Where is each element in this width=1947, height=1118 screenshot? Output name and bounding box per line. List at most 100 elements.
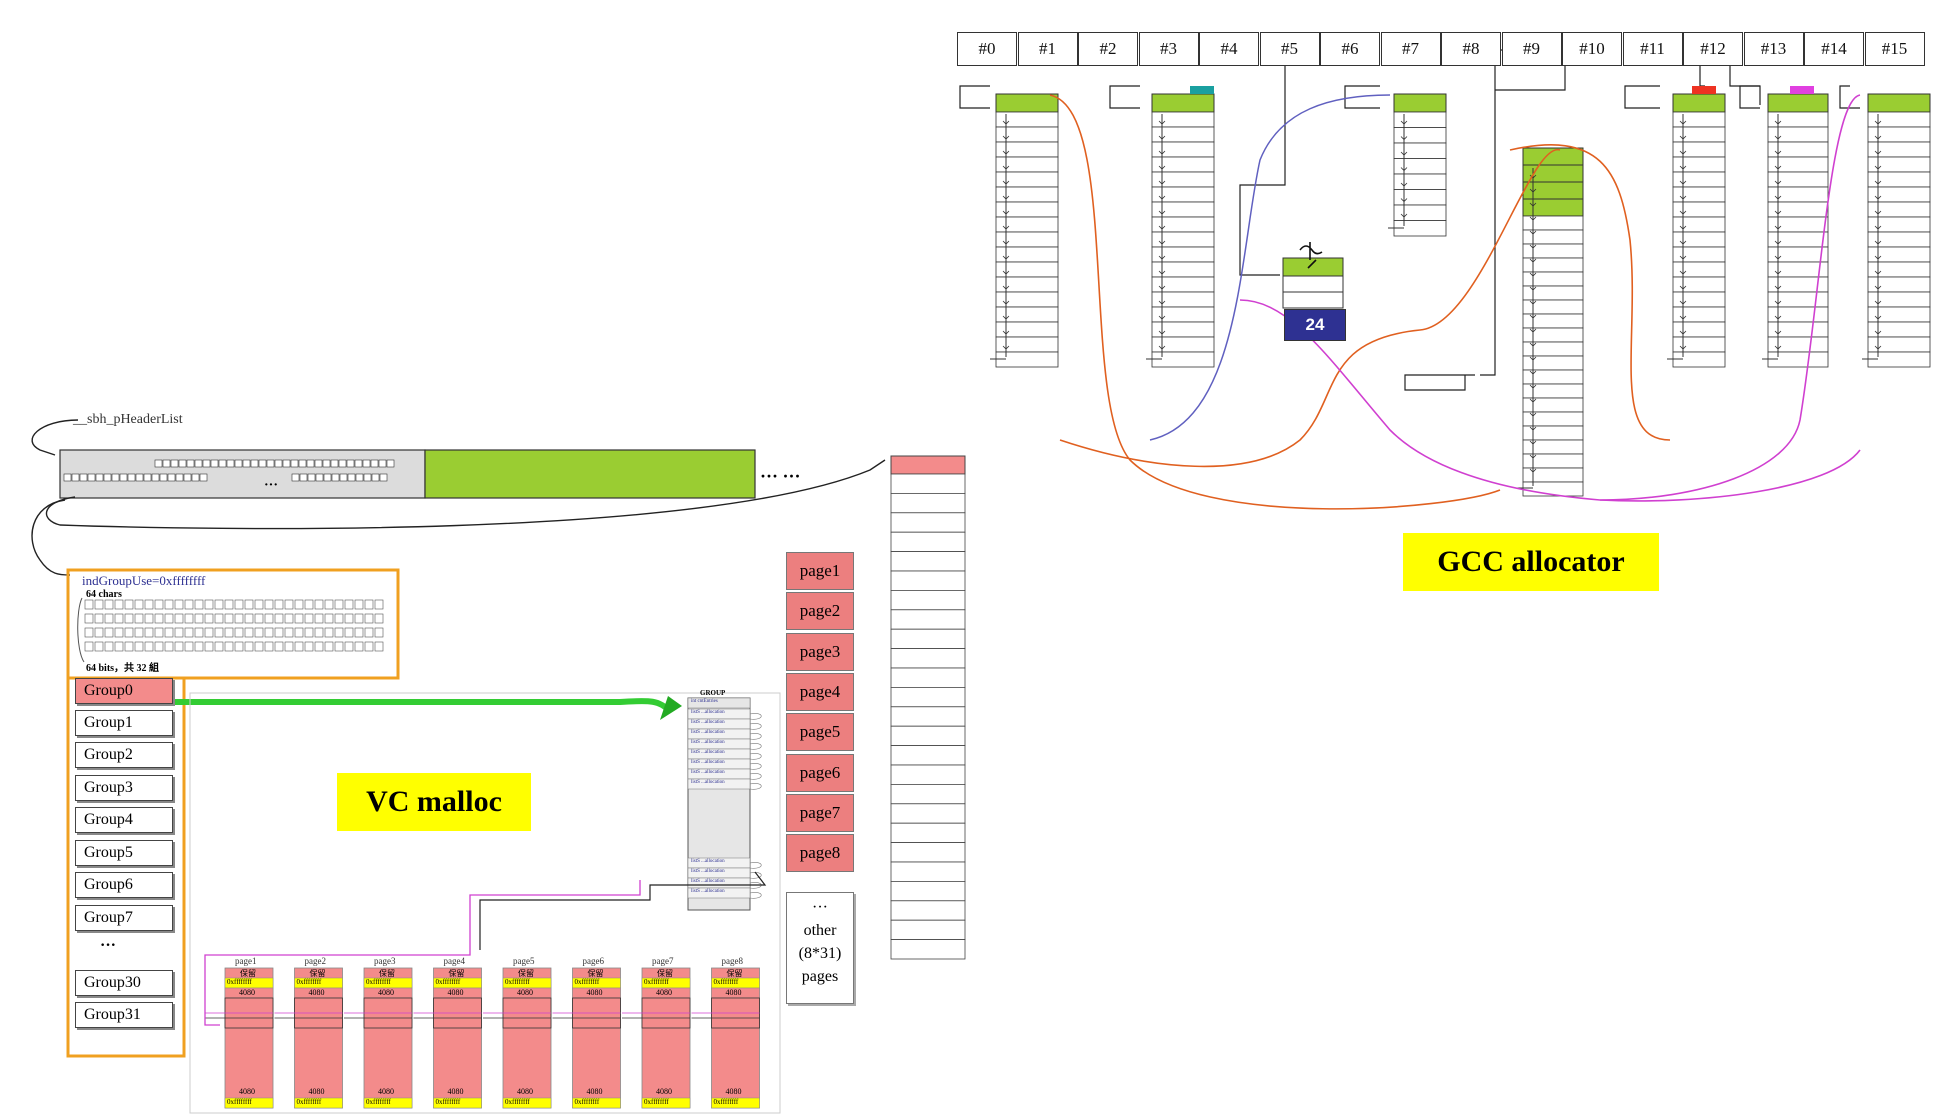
mini-page-blocks [205,967,760,1109]
mini-page-hex-5: 0xffffffff [505,978,530,986]
mini-page-reserved-2: 保留 [309,969,326,978]
free-list-header-4: #4 [1199,32,1259,66]
group-item-7[interactable]: Group7 [75,905,173,931]
gcc-allocated-chunk [1282,242,1344,309]
group-struct-row-7: listS ...allocation [691,770,725,775]
gcc-column-4 [1667,93,1726,368]
group-item-1[interactable]: Group1 [75,710,173,736]
page-item-8[interactable]: page8 [786,834,854,873]
mini-page-reserved-3: 保留 [379,969,395,978]
gcc-chunk-columns [990,93,1931,497]
mini-page-hex-1: 0xffffffff [227,978,252,986]
group-struct-row-1: listS ...allocation [691,710,725,715]
mini-page-size-7: 4080 [656,988,672,997]
page-item-6[interactable]: page6 [786,753,854,792]
group-item-3[interactable]: Group3 [75,775,173,801]
group-struct-row-0: int cntEntries [691,699,718,704]
group-struct-row-2: listS ...allocation [691,720,725,725]
header-list-label: __sbh_pHeaderList [73,412,183,427]
mini-page-size-5: 4080 [517,988,533,997]
header-list-bar [59,449,756,499]
group-struct-row-11: listS ...allocation [691,879,725,884]
group-struct-row-3: listS ...allocation [691,730,725,735]
page-item-5[interactable]: page5 [786,713,854,752]
other-pages-line-1: ··· [812,899,828,916]
free-list-header-7: #7 [1380,32,1441,66]
gcc-list-links [959,45,1861,510]
mini-page-hex-bottom-6: 0xffffffff [574,1098,600,1106]
bit-cells-ellipsis: ··· [264,478,279,493]
page-item-3[interactable]: page3 [786,632,854,671]
free-list-header-14: #14 [1804,32,1864,66]
mini-page-size-bottom-7: 4080 [656,1087,672,1096]
header-list-ellipsis: ··· ··· [760,466,801,486]
mini-page-hex-bottom-7: 0xffffffff [644,1098,669,1106]
group-item-0[interactable]: Group0 [75,678,173,704]
ind-group-use: indGroupUse=0xffffffff [82,573,206,588]
marker-magenta [1790,86,1814,94]
group-item-2[interactable]: Group2 [75,742,173,768]
group-item-4[interactable]: Group4 [75,807,173,833]
mini-page-size-bottom-3: 4080 [378,1087,394,1096]
mini-page-size-bottom-1: 4080 [239,1087,255,1096]
mini-page-size-4: 4080 [447,988,464,997]
page-item-1[interactable]: page1 [786,552,854,590]
free-list-header-10: #10 [1562,32,1622,66]
mini-page-hex-6: 0xffffffff [574,978,600,986]
page-item-7[interactable]: page7 [786,793,854,832]
gcc-allocator-title: GCC allocator [1403,533,1659,591]
mini-page-hex-bottom-3: 0xffffffff [366,1098,391,1106]
free-list-header-3: #3 [1138,32,1199,66]
gcc-column-0 [990,93,1059,368]
group-item-10[interactable]: Group31 [75,1002,173,1028]
mini-page-hex-bottom-4: 0xffffffff [435,1098,461,1106]
group-item-5[interactable]: Group5 [75,840,173,866]
group-struct-row-12: listS ...allocation [691,889,725,894]
mini-page-label-3: page3 [374,956,396,966]
mini-page-label-4: page4 [443,956,466,966]
mini-page-size-bottom-5: 4080 [517,1087,533,1096]
gcc-column-5 [1762,93,1829,368]
hand-cursor-icon [1299,242,1323,269]
mini-page-hex-4: 0xffffffff [435,978,461,986]
mini-page-label-5: page5 [513,956,535,966]
mini-page-reserved-8: 保留 [726,969,743,978]
free-list-header-12: #12 [1683,32,1743,66]
mini-page-size-6: 4080 [586,988,603,997]
other-pages-line-2: other [803,922,837,939]
group-struct-row-9: listS ...allocation [691,859,725,864]
mini-page-reserved-4: 保留 [448,969,465,978]
mini-page-hex-bottom-2: 0xffffffff [296,1098,322,1106]
page-item-2[interactable]: page2 [786,592,854,631]
mini-page-hex-bottom-8: 0xffffffff [713,1098,739,1106]
free-list-header-15: #15 [1864,32,1925,66]
mini-page-size-3: 4080 [378,988,394,997]
other-pages-line-4: pages [801,968,839,985]
mini-page-hex-bottom-1: 0xffffffff [227,1098,252,1106]
group-struct-title: GROUP [700,689,726,697]
vc-malloc-title: VC malloc [337,773,531,831]
gcc-column-1 [1146,93,1215,368]
free-list-header-13: #13 [1743,32,1804,66]
mini-page-label-6: page6 [582,956,605,966]
mini-page-size-bottom-2: 4080 [308,1087,325,1096]
free-list-header-2: #2 [1078,32,1138,66]
chars-note: 64 chars [86,589,122,600]
group-item-9[interactable]: Group30 [75,970,173,996]
gcc-column-6 [1862,93,1931,368]
mini-page-hex-2: 0xffffffff [296,978,322,986]
free-list-header-8: #8 [1441,32,1501,66]
mini-page-hex-7: 0xffffffff [644,978,669,986]
free-list-header-0: #0 [957,32,1017,66]
group-struct-row-4: listS ...allocation [691,740,725,745]
page-item-4[interactable]: page4 [786,672,854,711]
group-struct-row-6: listS ...allocation [691,760,725,765]
mini-page-label-1: page1 [235,956,257,966]
mini-page-size-bottom-8: 4080 [725,1087,742,1096]
gcc-column-2 [1388,93,1447,237]
group-item-6[interactable]: Group6 [75,872,173,898]
free-list-header-5: #5 [1259,32,1320,66]
free-list-header-1: #1 [1017,32,1078,66]
marker-teal [1190,86,1214,94]
